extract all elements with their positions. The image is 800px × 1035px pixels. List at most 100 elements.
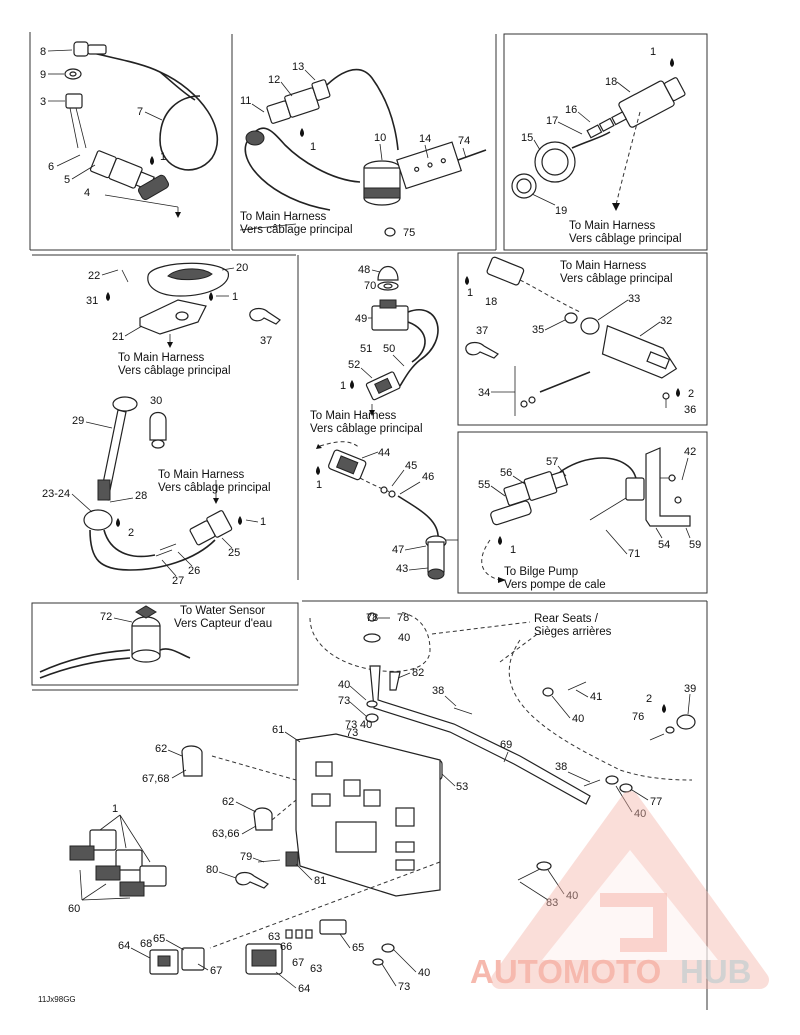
- svg-text:1: 1: [316, 479, 322, 491]
- svg-text:1: 1: [112, 803, 118, 815]
- svg-text:17: 17: [546, 115, 558, 127]
- svg-text:18: 18: [485, 296, 497, 308]
- bilge-caption-fr: Vers pompe de cale: [504, 579, 606, 591]
- svg-text:23-24: 23-24: [42, 488, 70, 500]
- svg-text:19: 19: [555, 205, 567, 217]
- svg-text:46: 46: [422, 471, 434, 483]
- svg-text:18: 18: [605, 76, 617, 88]
- svg-text:28: 28: [135, 490, 147, 502]
- svg-text:70: 70: [364, 280, 376, 292]
- svg-text:73: 73: [338, 695, 350, 707]
- svg-text:36: 36: [684, 404, 696, 416]
- svg-text:65: 65: [352, 942, 364, 954]
- svg-text:6: 6: [48, 161, 54, 173]
- svg-text:2: 2: [688, 388, 694, 400]
- svg-text:27: 27: [172, 575, 184, 587]
- svg-text:44: 44: [378, 447, 390, 459]
- svg-text:67: 67: [292, 957, 304, 969]
- svg-text:38: 38: [555, 761, 567, 773]
- svg-text:1: 1: [232, 291, 238, 303]
- svg-text:26: 26: [188, 565, 200, 577]
- nav-light-section: 29 30 23-24 28 2 1 To Main Harness Vers …: [42, 395, 271, 587]
- svg-text:1: 1: [260, 516, 266, 528]
- svg-text:64: 64: [118, 940, 130, 952]
- svg-text:14: 14: [419, 133, 431, 145]
- svg-text:75: 75: [403, 227, 415, 239]
- svg-text:76: 76: [632, 711, 644, 723]
- svg-text:22: 22: [88, 270, 100, 282]
- seats-caption-fr: Sièges arrières: [534, 626, 612, 638]
- svg-text:40: 40: [572, 713, 584, 725]
- svg-text:10: 10: [374, 132, 386, 144]
- svg-text:64: 64: [298, 983, 310, 995]
- svg-text:55: 55: [478, 479, 490, 491]
- svg-text:57: 57: [546, 456, 558, 468]
- switch-knob-section: 22 20 31 1 21 37 To Main Harness Vers câ…: [86, 262, 281, 377]
- svg-text:54: 54: [658, 539, 670, 551]
- svg-text:9: 9: [40, 69, 46, 81]
- svg-text:2: 2: [646, 693, 652, 705]
- svg-text:34: 34: [478, 387, 490, 399]
- svg-text:1: 1: [467, 287, 473, 299]
- svg-text:67,68: 67,68: [142, 773, 170, 785]
- svg-text:69: 69: [500, 739, 512, 751]
- svg-text:33: 33: [628, 293, 640, 305]
- svg-text:78: 78: [366, 612, 378, 624]
- svg-text:11: 11: [240, 95, 251, 107]
- svg-text:13: 13: [292, 61, 304, 73]
- horn-caption-fr: Vers câblage principal: [240, 224, 353, 236]
- svg-text:30: 30: [150, 395, 162, 407]
- svg-text:65: 65: [153, 933, 165, 945]
- fuel-caption-en: To Main Harness: [569, 220, 656, 232]
- svg-text:4: 4: [84, 187, 90, 199]
- svg-text:45: 45: [405, 460, 417, 472]
- svg-text:77: 77: [650, 796, 662, 808]
- light-caption-en: To Main Harness: [158, 469, 245, 481]
- svg-text:3: 3: [40, 96, 46, 108]
- svg-text:1: 1: [310, 141, 316, 153]
- light-caption-fr: Vers câblage principal: [158, 482, 271, 494]
- svg-text:67: 67: [210, 965, 222, 977]
- svg-text:15: 15: [521, 132, 533, 144]
- knob-caption-en: To Main Harness: [118, 352, 205, 364]
- seats-caption-en: Rear Seats /: [534, 613, 599, 625]
- svg-text:41: 41: [590, 691, 602, 703]
- svg-text:1: 1: [160, 151, 166, 163]
- svg-text:5: 5: [64, 174, 70, 186]
- svg-text:42: 42: [684, 446, 696, 458]
- svg-text:12: 12: [268, 74, 280, 86]
- svg-text:16: 16: [565, 104, 577, 116]
- tether-caption-en: To Main Harness: [560, 260, 647, 272]
- svg-text:82: 82: [412, 667, 424, 679]
- watermark: AUTOMOTO HUB: [470, 791, 769, 990]
- svg-text:7: 7: [137, 106, 143, 118]
- svg-text:1: 1: [650, 46, 656, 58]
- svg-text:47: 47: [392, 544, 404, 556]
- svg-text:37: 37: [260, 335, 272, 347]
- svg-text:21: 21: [112, 331, 124, 343]
- svg-text:73: 73: [345, 719, 357, 731]
- svg-text:8: 8: [40, 46, 46, 58]
- horn-relay-section: 13 12 11 1 10 14 74 To Main Harness Vers…: [239, 61, 487, 239]
- svg-text:43: 43: [396, 563, 408, 575]
- connector-cluster-60: [69, 829, 167, 897]
- svg-text:40: 40: [338, 679, 350, 691]
- bilge-caption-en: To Bilge Pump: [504, 566, 578, 578]
- svg-text:2: 2: [128, 527, 134, 539]
- svg-text:73: 73: [346, 727, 358, 739]
- svg-text:53: 53: [456, 781, 468, 793]
- tether-section: 1 To Main Harness Vers câblage principal…: [465, 256, 696, 416]
- coil-harness-section: 8 9 3 7 6 5 4 1: [40, 41, 218, 218]
- svg-text:60: 60: [68, 903, 80, 915]
- svg-text:56: 56: [500, 467, 512, 479]
- svg-text:32: 32: [660, 315, 672, 327]
- fuel-caption-fr: Vers câblage principal: [569, 233, 682, 245]
- svg-text:78: 78: [397, 612, 409, 624]
- svg-text:40: 40: [360, 719, 372, 731]
- knob-caption-fr: Vers câblage principal: [118, 365, 231, 377]
- svg-text:73: 73: [398, 981, 410, 993]
- svg-text:68: 68: [140, 938, 152, 950]
- svg-text:1: 1: [510, 544, 516, 556]
- svg-text:35: 35: [532, 324, 544, 336]
- svg-text:81: 81: [314, 875, 326, 887]
